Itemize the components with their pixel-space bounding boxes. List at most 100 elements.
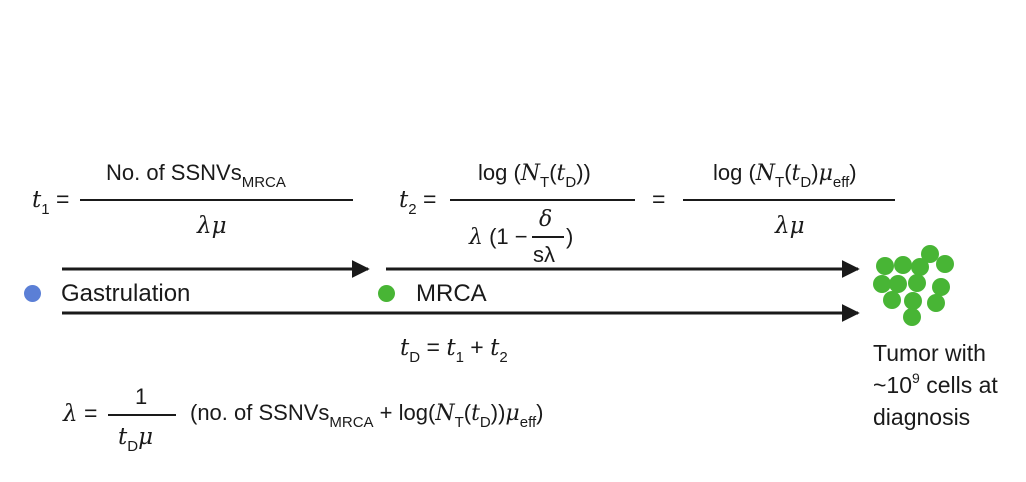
td-t2: t xyxy=(490,335,500,361)
tumor-cell xyxy=(876,257,894,275)
lambda-rhs-N: N xyxy=(435,401,455,426)
t2-num2-t-sub: D xyxy=(800,174,812,191)
tumor-count-base: ~10 xyxy=(873,372,913,398)
t2-symbol: t xyxy=(399,187,409,213)
lambda-rhs-N-sub: T xyxy=(454,414,464,431)
tumor-label-line-3: diagnosis xyxy=(873,404,971,430)
t2-num2-log: log ( xyxy=(713,160,756,185)
tumor-cell xyxy=(903,308,921,326)
lambda-equals: = xyxy=(83,400,98,426)
tumor-cell xyxy=(936,255,954,273)
tumor-label-line-2: ~109 cells at xyxy=(873,371,998,398)
tumor-cell xyxy=(908,274,926,292)
t1-denominator: λμ xyxy=(197,213,227,239)
t2-num2-end: ) xyxy=(849,160,857,185)
t2-num2-mu: μ xyxy=(818,161,833,186)
lambda-rhs-mu: μ xyxy=(505,401,520,426)
t1-numerator-text: No. of SSNVs xyxy=(106,160,242,185)
tumor-cell xyxy=(873,275,891,293)
lambda-rhs-t-sub: D xyxy=(479,414,491,431)
t2-num-log: log ( xyxy=(478,160,521,185)
tumor-cell xyxy=(883,291,901,309)
t2-num-t: t xyxy=(556,161,566,186)
lambda-fraction-bar xyxy=(108,414,176,416)
lambda-den-t-sub: D xyxy=(127,438,139,455)
td-subscript: D xyxy=(409,349,421,366)
t1-symbol: t xyxy=(32,187,42,213)
tumor-cell xyxy=(927,294,945,312)
tumor-count-suffix: cells at xyxy=(919,372,998,398)
td-t1: t xyxy=(446,335,456,361)
t2-num2-mu-sub: eff xyxy=(832,174,850,191)
t2-den-delta: δ xyxy=(539,207,553,232)
t1-lhs: t1 = xyxy=(32,186,70,218)
t2-num2-N: N xyxy=(755,161,776,186)
tumor-cell xyxy=(932,278,950,296)
t2-inner-fraction-bar xyxy=(532,236,564,238)
t2-equals: = xyxy=(422,186,437,212)
lambda-rhs-sub: MRCA xyxy=(329,414,374,431)
t2-num2-N-sub: T xyxy=(775,174,785,191)
t2-num2-open: ( xyxy=(784,160,792,185)
t2-num-close: )) xyxy=(576,160,591,185)
t1-fraction-bar xyxy=(80,199,353,201)
tumor-cell xyxy=(921,245,939,263)
t2-den-slambda-text: sλ xyxy=(533,242,555,267)
t2-num-N-sub: T xyxy=(540,174,550,191)
t1-numerator: No. of SSNVsMRCA xyxy=(106,160,286,191)
lambda-lhs: λ = xyxy=(63,402,97,426)
tumor-count-exponent: 9 xyxy=(912,370,920,386)
t2-den-paren-close: ) xyxy=(566,224,574,249)
lambda-denominator: tDμ xyxy=(118,424,154,455)
t2-fraction-bar xyxy=(450,199,635,201)
t2-den-paren-open: (1 − xyxy=(489,224,528,249)
t2-den-slambda: sλ xyxy=(533,244,555,266)
t2-fraction-bar-2 xyxy=(683,199,895,201)
t2-num-open: ( xyxy=(549,160,557,185)
t1-subscript: 1 xyxy=(41,201,50,218)
lambda-rhs-end: ) xyxy=(536,400,544,425)
t2-den-lambda: λ xyxy=(469,225,483,250)
lambda-rhs-t: t xyxy=(471,401,480,426)
t2-mid-equals: = xyxy=(652,186,666,212)
td-t2-sub: 2 xyxy=(499,349,508,366)
gastrulation-label: Gastrulation xyxy=(61,280,191,307)
lambda-rhs-paren: ( xyxy=(463,400,472,425)
lambda-den-mu: μ xyxy=(138,424,154,450)
tumor-cell xyxy=(904,292,922,310)
t2-subscript: 2 xyxy=(408,201,417,218)
td-symbol: t xyxy=(400,335,410,361)
t2-lhs: t2 = xyxy=(399,186,437,218)
td-plus: + xyxy=(463,334,491,360)
td-t1-sub: 1 xyxy=(455,349,464,366)
t2-num2-t: t xyxy=(791,161,801,186)
mrca-dot xyxy=(378,285,395,302)
lambda-rhs: (no. of SSNVsMRCA + log(NT(tD))μeff) xyxy=(190,400,544,431)
lambda-rhs-plus: + log( xyxy=(373,400,436,425)
t2-num-N: N xyxy=(520,161,541,186)
t2-numerator: log (NT(tD)) xyxy=(478,160,591,191)
tumor-cell xyxy=(894,256,912,274)
tumor-cell xyxy=(889,275,907,293)
lambda-rhs-close: )) xyxy=(490,400,506,425)
lambda-den-t: t xyxy=(118,424,128,450)
t2-numerator-2: log (NT(tD)μeff) xyxy=(713,160,857,191)
gastrulation-dot xyxy=(24,285,41,302)
t2-num-t-sub: D xyxy=(565,174,577,191)
t1-numerator-subscript: MRCA xyxy=(241,174,286,191)
tumor-label-line-1: Tumor with xyxy=(873,340,986,366)
tumor-cell xyxy=(911,258,929,276)
t2-denominator: λ (1 − xyxy=(469,226,528,249)
lambda-rhs-open: (no. of SSNVs xyxy=(190,400,330,425)
lambda-numerator: 1 xyxy=(135,384,148,409)
t2-denominator-2: λμ xyxy=(775,213,805,239)
t1-equals: = xyxy=(55,186,70,212)
lambda-rhs-mu-sub: eff xyxy=(519,414,537,431)
lambda-symbol: λ xyxy=(63,401,78,427)
td-equals: = xyxy=(426,334,447,360)
mrca-label: MRCA xyxy=(416,280,487,307)
t2-num2-close: ) xyxy=(811,160,819,185)
td-equation: tD = t1 + t2 xyxy=(400,334,508,366)
